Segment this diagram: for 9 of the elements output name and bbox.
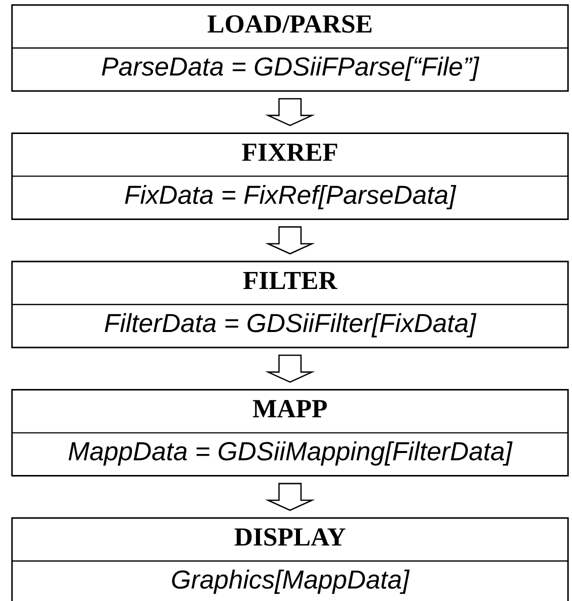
process-box: LOAD/PARSE ParseData = GDSiiFParse[“File”] [11, 4, 569, 92]
block-arrow [265, 98, 315, 126]
block-arrow [265, 226, 315, 254]
process-box: FIXREF FixData = FixRef[ParseData] [11, 132, 569, 220]
process-box: DISPLAY Graphics[MappData] [11, 517, 569, 601]
process-box: MAPP MappData = GDSiiMapping[FilterData] [11, 389, 569, 477]
block-arrow [265, 482, 315, 511]
block-arrow [265, 354, 315, 383]
process-box: FILTER FilterData = GDSiiFilter[FixData] [11, 260, 569, 348]
